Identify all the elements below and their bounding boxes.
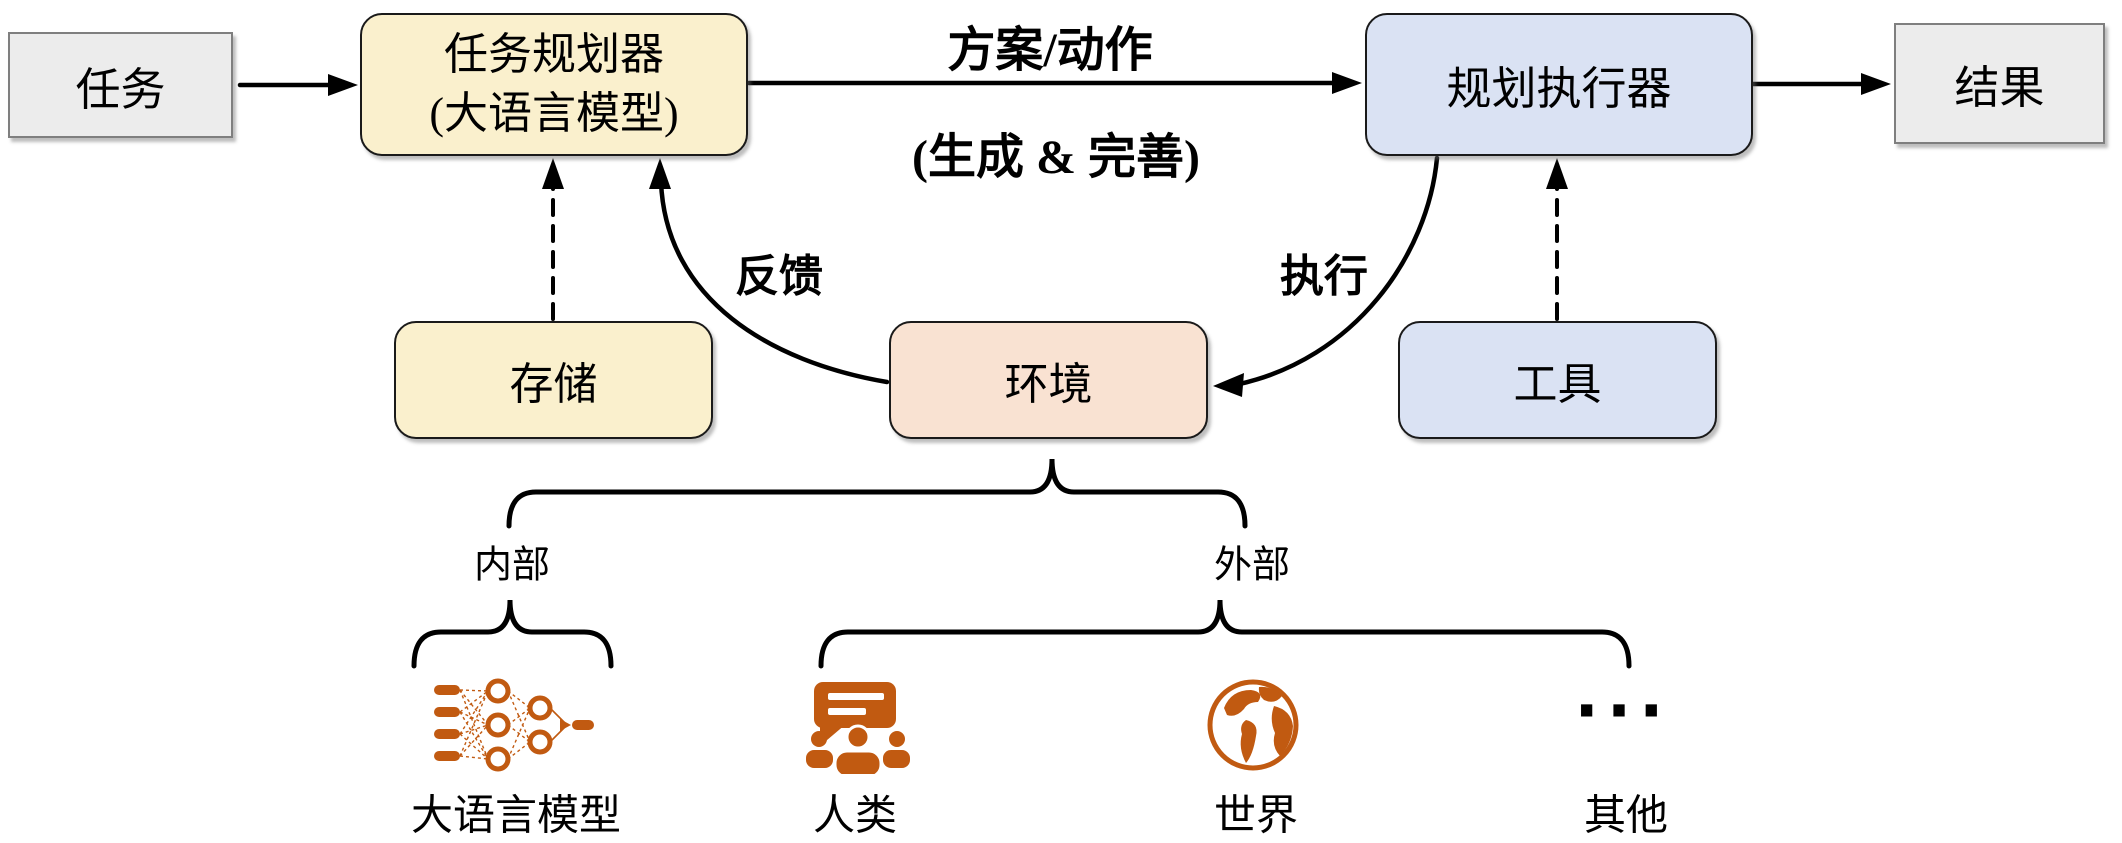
nn-links-2 [507, 690, 531, 760]
arrowhead-task-to-planner [328, 74, 358, 96]
environment-node-label: 环境 [1004, 360, 1093, 409]
edge-label-execute: 执行 [1280, 252, 1368, 301]
tools-node-label: 工具 [1513, 360, 1602, 409]
human-item-label: 人类 [812, 793, 898, 840]
executor-node: 规划执行器 [1365, 13, 1753, 156]
memory-node: 存储 [394, 321, 713, 439]
planner-node-label: 任务规划器 (大语言模型) [429, 26, 678, 142]
task-node: 任务 [8, 32, 233, 138]
result-node: 结果 [1894, 23, 2105, 144]
edge-label-plan-action: 方案/动作 [947, 24, 1153, 77]
arrowhead-planner-to-executor [1332, 72, 1362, 94]
others-item-label: 其他 [1583, 793, 1669, 840]
external-label: 外部 [1213, 544, 1291, 587]
memory-node-label: 存储 [509, 360, 598, 409]
neural-network-icon [434, 678, 594, 772]
llm-item-label: 大语言模型 [410, 793, 622, 840]
planner-node-line1: 任务规划器 [444, 30, 664, 80]
brace-environment-split [506, 458, 1248, 529]
edge-label-generate-refine: (生成 & 完善) [912, 131, 1200, 184]
brace-internal-split [411, 599, 614, 669]
brace-external-split [818, 599, 1632, 669]
environment-node: 环境 [889, 321, 1208, 439]
arrowhead-environment-to-planner [649, 158, 671, 189]
world-item-label: 世界 [1213, 793, 1299, 840]
task-node-label: 任务 [75, 64, 166, 115]
planner-node: 任务规划器 (大语言模型) [360, 13, 748, 156]
internal-label: 内部 [473, 544, 551, 587]
planner-node-line2: (大语言模型) [429, 88, 679, 138]
tools-node: 工具 [1398, 321, 1717, 439]
arrowhead-executor-to-environment [1213, 373, 1244, 397]
executor-node-label: 规划执行器 [1446, 64, 1672, 114]
arrow-environment-to-planner [658, 179, 890, 385]
arrowhead-tools-to-executor [1546, 158, 1568, 189]
arrowhead-memory-to-planner [542, 158, 564, 189]
arrow-executor-to-environment [1232, 155, 1440, 388]
result-node-label: 结果 [1954, 63, 2045, 113]
nn-links-1 [459, 689, 489, 760]
others-ellipsis: ··· [1574, 675, 1672, 749]
people-chat-icon [806, 682, 910, 774]
arrowhead-executor-to-result [1861, 73, 1891, 95]
globe-icon [1207, 679, 1299, 771]
edge-label-feedback: 反馈 [735, 252, 823, 301]
